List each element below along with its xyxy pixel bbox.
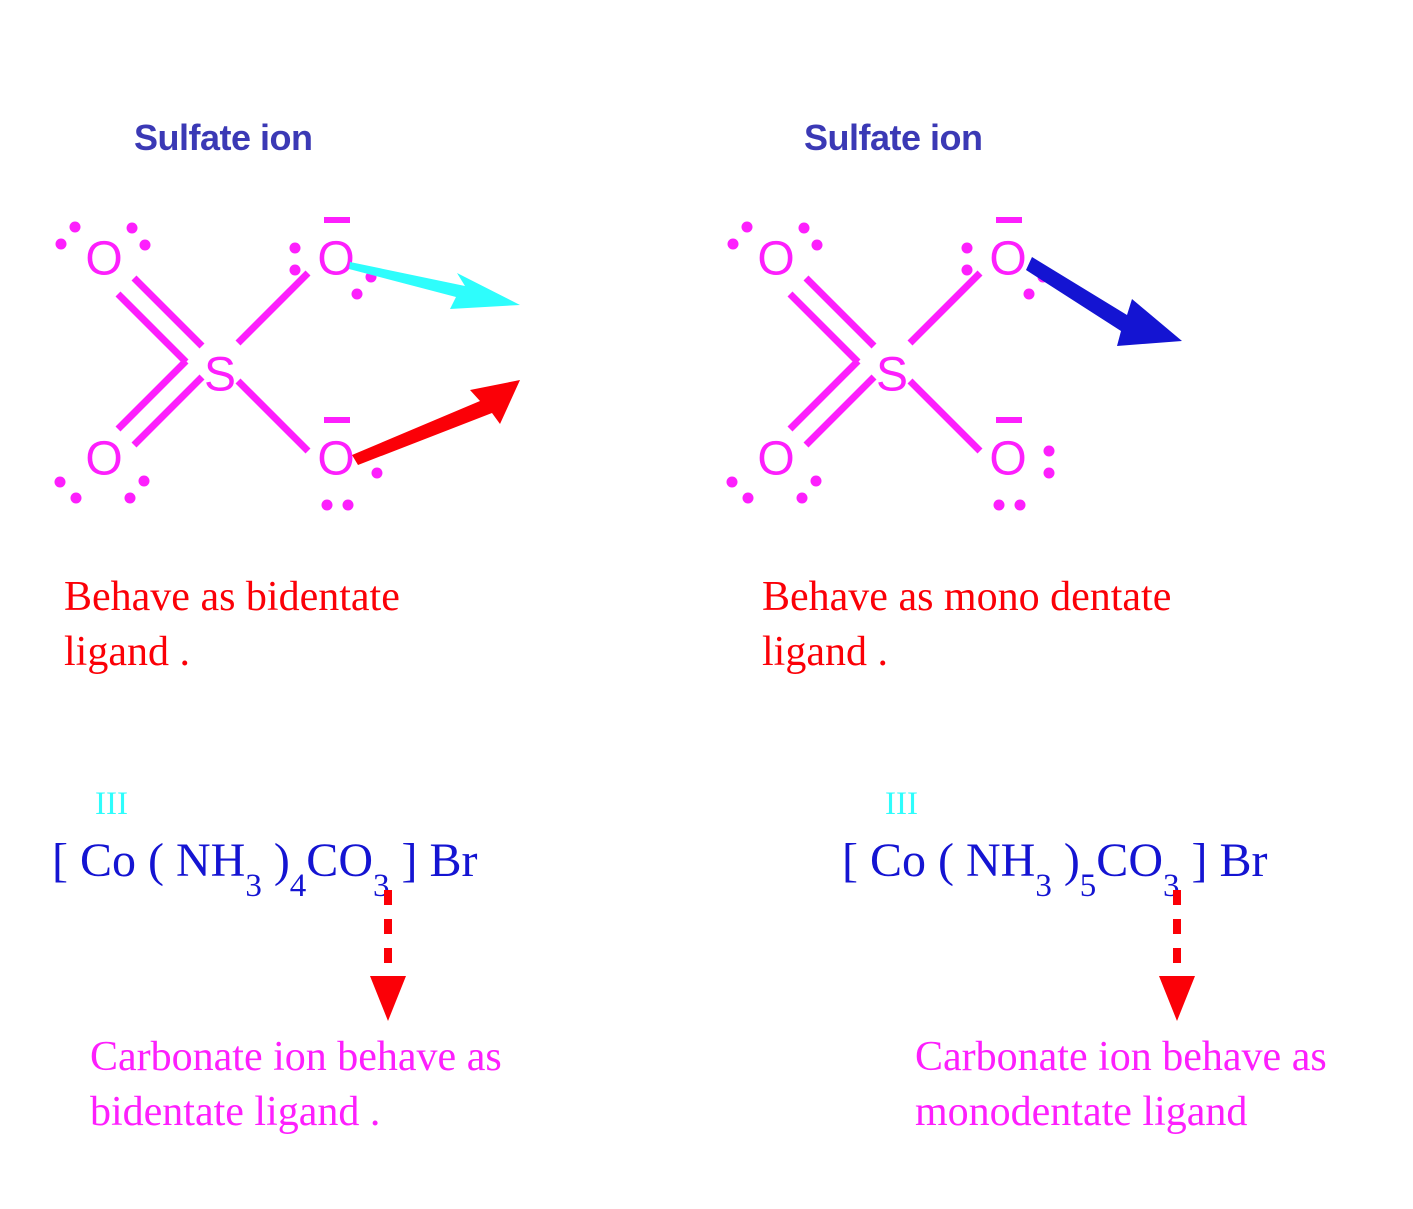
coordination-formula-left: [ Co ( NH3 )4CO3 ] Br <box>52 833 478 904</box>
formula-ligand-count: 5 <box>1079 867 1097 904</box>
lone-pairs-oxygen-bottom-right <box>993 445 1055 511</box>
formula-counter-ion: Br <box>1219 834 1268 887</box>
formula-ligand-open: ( <box>136 834 176 887</box>
caption-line-1: Behave as mono dentate <box>762 574 1172 620</box>
atom-sulfur: S <box>876 349 908 402</box>
charge-minus-bottom-right <box>324 417 350 423</box>
caption-ligand-type-left: Behave as bidentate ligand . <box>64 570 400 679</box>
bond-single-bottomright <box>235 378 311 454</box>
note-line-2: monodentate ligand <box>915 1089 1248 1136</box>
formula-ligand-count: 4 <box>289 867 307 904</box>
page-title-left: Sulfate ion <box>134 117 313 158</box>
note-carbonate-left: Carbonate ion behave as bidentate ligand… <box>90 1030 502 1141</box>
dashed-red-arrow-left <box>358 890 418 1025</box>
bond-double-bottomleft-b <box>115 358 189 432</box>
page-title-right: Sulfate ion <box>804 117 983 158</box>
formula-ligand-close: ) <box>261 834 290 887</box>
bond-single-topright <box>235 270 311 346</box>
oxidation-state-left: III <box>95 786 128 822</box>
formula-close-bracket: ] <box>1179 834 1220 887</box>
bond-double-bottomleft-b <box>787 358 861 432</box>
lone-pairs-oxygen-top-left <box>727 221 823 251</box>
atom-sulfur: S <box>204 349 236 402</box>
atom-oxygen-bottom-left: O <box>757 433 794 486</box>
atom-oxygen-bottom-left: O <box>85 433 122 486</box>
lone-pairs-oxygen-bottom-left <box>726 475 822 504</box>
formula-second-ligand: CO <box>1096 834 1163 887</box>
note-line-1: Carbonate ion behave as <box>915 1034 1327 1080</box>
blue-arrow <box>1026 257 1182 346</box>
formula-open-bracket: [ <box>52 834 80 887</box>
atom-oxygen-top-right: O <box>317 233 354 286</box>
panel-sulfate-monodentate: Sulfate ion S O O O <box>707 0 1413 1209</box>
charge-minus-top-right <box>324 217 350 223</box>
caption-line-2: ligand . <box>762 628 888 675</box>
formula-ligand: NH <box>965 834 1036 887</box>
bond-single-bottomright <box>907 378 983 454</box>
bond-single-topright <box>907 270 983 346</box>
atom-oxygen-top-right: O <box>989 233 1026 286</box>
oxidation-state-right: III <box>885 786 918 822</box>
formula-second-ligand: CO <box>306 834 373 887</box>
formula-metal: Co <box>869 834 926 887</box>
atom-oxygen-top-left: O <box>757 233 794 286</box>
atom-oxygen-bottom-right: O <box>317 433 354 486</box>
note-line-1: Carbonate ion behave as <box>90 1034 502 1080</box>
bond-double-topleft-a <box>131 275 205 349</box>
bond-double-topleft-b <box>787 291 861 365</box>
lone-pairs-oxygen-bottom-left <box>54 475 150 504</box>
atom-oxygen-bottom-right: O <box>989 433 1026 486</box>
formula-ligand-subscript: 3 <box>1035 867 1052 904</box>
formula-ligand: NH <box>175 834 246 887</box>
red-arrow <box>352 380 520 465</box>
formula-ligand-open: ( <box>926 834 966 887</box>
formula-close-bracket: ] <box>389 834 430 887</box>
cyan-arrow <box>349 262 520 309</box>
lewis-structure-sulfate-right: S O O O O <box>726 215 1192 515</box>
bond-double-bottomleft-a <box>131 374 205 448</box>
charge-minus-top-right <box>996 217 1022 223</box>
lone-pairs-oxygen-top-left <box>55 221 151 251</box>
charge-minus-bottom-right <box>996 417 1022 423</box>
formula-metal: Co <box>79 834 136 887</box>
note-carbonate-right: Carbonate ion behave as monodentate liga… <box>915 1030 1327 1141</box>
dashed-arrow-head <box>1159 976 1195 1021</box>
panel-sulfate-bidentate: Sulfate ion S O <box>0 0 706 1209</box>
dashed-red-arrow-right <box>1147 890 1207 1025</box>
bond-double-bottomleft-a <box>803 374 877 448</box>
formula-counter-ion: Br <box>429 834 478 887</box>
formula-open-bracket: [ <box>842 834 870 887</box>
caption-ligand-type-right: Behave as mono dentate ligand . <box>762 570 1171 679</box>
formula-ligand-close: ) <box>1051 834 1080 887</box>
atom-oxygen-top-left: O <box>85 233 122 286</box>
bond-double-topleft-b <box>115 291 189 365</box>
bond-double-topleft-a <box>803 275 877 349</box>
formula-ligand-subscript: 3 <box>245 867 262 904</box>
lewis-structure-sulfate-left: S O O O O <box>54 215 520 515</box>
coordination-formula-right: [ Co ( NH3 )5CO3 ] Br <box>842 833 1268 904</box>
caption-line-2: ligand . <box>64 628 190 675</box>
dashed-arrow-head <box>370 976 406 1021</box>
caption-line-1: Behave as bidentate <box>64 574 400 620</box>
note-line-2: bidentate ligand . <box>90 1089 381 1136</box>
